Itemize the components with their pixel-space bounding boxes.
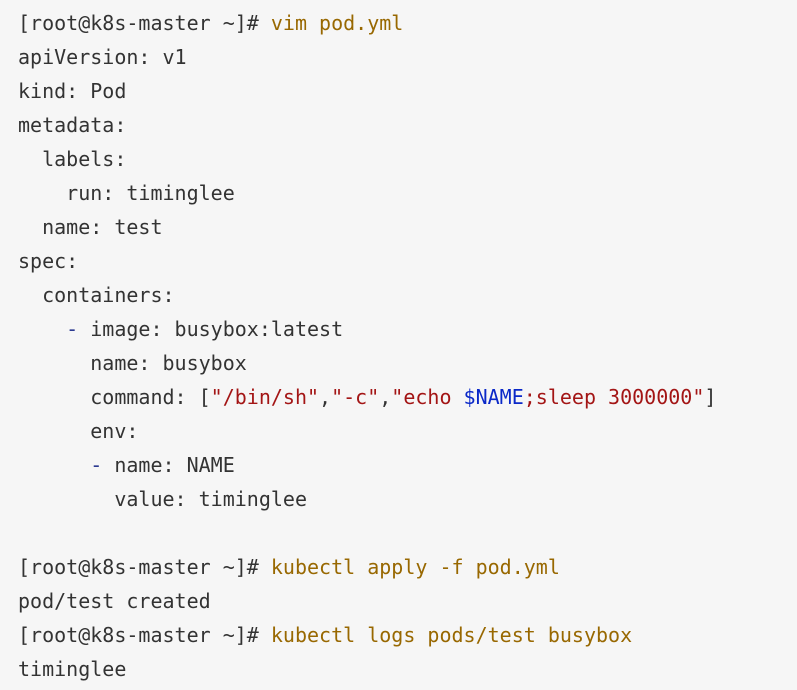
code-line: name: test bbox=[18, 210, 797, 244]
code-line: command: ["/bin/sh","-c","echo $NAME;sle… bbox=[18, 380, 797, 414]
code-line: value: timinglee bbox=[18, 482, 797, 516]
code-token-plain: run: timinglee bbox=[18, 181, 235, 205]
code-line: run: timinglee bbox=[18, 176, 797, 210]
code-token-plain: spec: bbox=[18, 249, 79, 273]
code-token-str: "-c" bbox=[331, 385, 380, 409]
code-line: kind: Pod bbox=[18, 74, 797, 108]
code-token-plain: , bbox=[319, 385, 332, 409]
code-token-plain: command: [ bbox=[18, 385, 211, 409]
code-line: env: bbox=[18, 414, 797, 448]
code-token-plain: metadata: bbox=[18, 113, 127, 137]
code-token-plain: kind: Pod bbox=[18, 79, 127, 103]
code-token-dash: - bbox=[90, 453, 103, 477]
code-token-plain: name: test bbox=[18, 215, 163, 239]
code-line: labels: bbox=[18, 142, 797, 176]
code-token-cmd: kubectl logs pods/test busybox bbox=[270, 623, 633, 647]
code-token-cmd: vim pod.yml bbox=[270, 11, 404, 35]
code-token-str: "/bin/sh" bbox=[210, 385, 320, 409]
code-line: [root@k8s-master ~]# vim pod.yml bbox=[18, 6, 797, 40]
code-line: - image: busybox:latest bbox=[18, 312, 797, 346]
code-token-str: ;sleep 3000000" bbox=[523, 385, 705, 409]
code-token-cmd: kubectl apply -f pod.yml bbox=[270, 555, 560, 579]
code-token-var: $NAME bbox=[463, 385, 524, 409]
code-token-plain: [root@k8s-master ~]# bbox=[18, 623, 271, 647]
code-token-plain: image: busybox:latest bbox=[78, 317, 344, 341]
code-token-dash: - bbox=[66, 317, 79, 341]
code-line: [root@k8s-master ~]# kubectl logs pods/t… bbox=[18, 618, 797, 652]
code-token-plain: name: busybox bbox=[18, 351, 247, 375]
code-token-plain: ] bbox=[704, 385, 717, 409]
code-line: metadata: bbox=[18, 108, 797, 142]
code-line: timinglee bbox=[18, 652, 797, 686]
code-token-plain: [root@k8s-master ~]# bbox=[18, 555, 271, 579]
code-token-plain: , bbox=[379, 385, 392, 409]
code-line: name: busybox bbox=[18, 346, 797, 380]
code-line: - name: NAME bbox=[18, 448, 797, 482]
code-line: pod/test created bbox=[18, 584, 797, 618]
code-token-plain: env: bbox=[18, 419, 139, 443]
code-token-plain: apiVersion: v1 bbox=[18, 45, 187, 69]
code-line bbox=[18, 516, 797, 550]
code-token-str: "echo bbox=[391, 385, 464, 409]
code-token-plain: value: timinglee bbox=[18, 487, 307, 511]
code-token-plain bbox=[18, 317, 66, 341]
code-token-plain bbox=[18, 453, 90, 477]
code-line: containers: bbox=[18, 278, 797, 312]
code-token-plain: name: NAME bbox=[102, 453, 235, 477]
code-token-plain: pod/test created bbox=[18, 589, 211, 613]
code-token-plain: labels: bbox=[18, 147, 127, 171]
code-token-plain: timinglee bbox=[18, 657, 127, 681]
code-token-plain: containers: bbox=[18, 283, 175, 307]
code-line: spec: bbox=[18, 244, 797, 278]
code-line: [root@k8s-master ~]# kubectl apply -f po… bbox=[18, 550, 797, 584]
code-token-plain: [root@k8s-master ~]# bbox=[18, 11, 271, 35]
code-line: apiVersion: v1 bbox=[18, 40, 797, 74]
